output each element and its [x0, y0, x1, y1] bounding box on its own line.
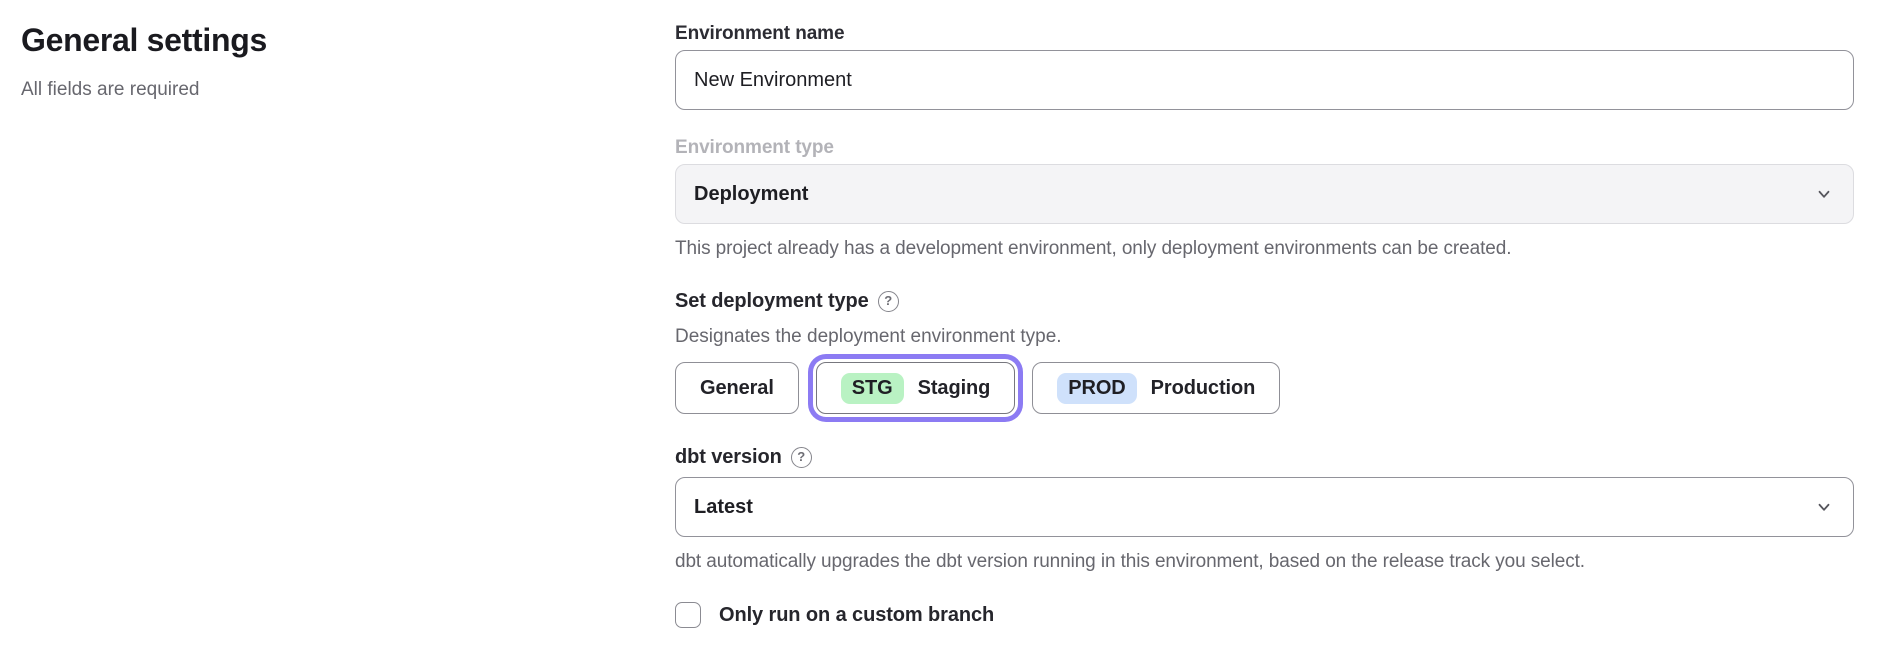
stg-badge: STG [840, 372, 904, 404]
dbt-version-section-label: dbt version ? [675, 444, 1854, 470]
dbt-version-select[interactable]: Latest [675, 477, 1854, 537]
deployment-type-section-label: Set deployment type ? [675, 288, 1854, 314]
page-subtitle: All fields are required [21, 79, 200, 100]
settings-header: General settings All fields are required [21, 18, 521, 102]
deployment-type-description: Designates the deployment environment ty… [675, 326, 1062, 347]
dbt-version-value: Latest [694, 495, 753, 518]
question-circle-icon[interactable]: ? [877, 290, 899, 312]
environment-name-input[interactable] [675, 50, 1854, 110]
page-title: General settings [21, 22, 267, 58]
environment-type-label: Environment type [675, 137, 834, 158]
dbt-version-label: dbt version [675, 446, 782, 468]
custom-branch-row: Only run on a custom branch [675, 602, 1854, 628]
deployment-type-label: Set deployment type [675, 290, 869, 312]
general-settings-form: Environment name Environment type Deploy… [675, 0, 1854, 628]
option-label: General [700, 376, 774, 399]
question-circle-icon[interactable]: ? [790, 446, 812, 468]
deployment-type-options: General STG Staging PROD Production [675, 362, 1854, 414]
option-label: Staging [917, 376, 991, 399]
deployment-type-option-staging[interactable]: STG Staging [815, 362, 1016, 414]
dbt-version-helper: dbt automatically upgrades the dbt versi… [675, 551, 1585, 572]
environment-type-helper: This project already has a development e… [675, 238, 1512, 259]
deployment-type-option-general[interactable]: General [675, 362, 799, 414]
prod-badge: PROD [1057, 372, 1137, 404]
chevron-down-icon [1815, 498, 1833, 516]
chevron-down-icon [1815, 185, 1833, 203]
environment-type-value: Deployment [694, 182, 809, 205]
environment-type-select: Deployment [675, 164, 1854, 224]
environment-name-label: Environment name [675, 23, 845, 44]
option-label: Production [1150, 376, 1256, 399]
deployment-type-option-production[interactable]: PROD Production [1032, 362, 1281, 414]
custom-branch-label[interactable]: Only run on a custom branch [719, 603, 995, 626]
custom-branch-checkbox[interactable] [675, 602, 701, 628]
